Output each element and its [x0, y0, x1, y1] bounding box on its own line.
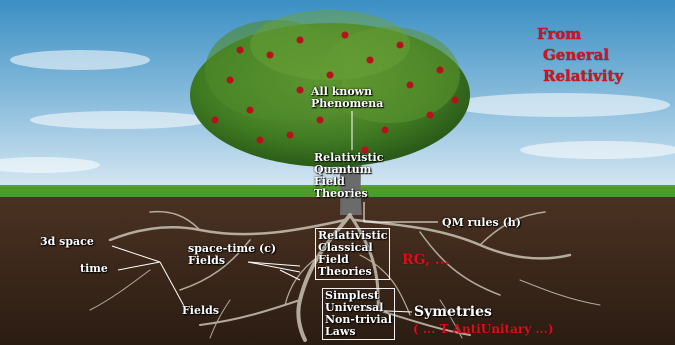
from-gr-line: Relativity — [537, 66, 623, 87]
from-gr-line: From — [537, 24, 623, 45]
symetries-label: Symetries — [414, 304, 492, 320]
t-antiunitary-label: ( ... T AntiUnitary ...) — [413, 322, 554, 336]
fields-label: Fields — [188, 255, 225, 267]
from-gr-line: General — [537, 45, 623, 66]
relativistic-classical-field-theories-box: Relativistic Classical Field Theories — [315, 228, 390, 280]
simplest-universal-laws-box: Simplest Universal Non-trivial Laws — [322, 288, 395, 340]
three-d-space-label: 3d space — [40, 236, 94, 248]
from-general-relativity-label: From General Relativity — [537, 24, 623, 87]
rg-label: RG, ... — [402, 252, 449, 268]
rqft-line: Theories — [314, 188, 383, 200]
rcft-line: Theories — [318, 266, 387, 278]
time-label: time — [80, 263, 108, 275]
all-known-line: Phenomena — [311, 98, 383, 110]
fields-bottom-label: Fields — [182, 305, 219, 317]
all-known-phenomena-label: All known Phenomena — [311, 86, 383, 110]
relativistic-quantum-field-theories-label: Relativistic Quantum Field Theories — [314, 152, 383, 200]
simplest-line: Laws — [325, 326, 392, 338]
qm-rules-label: QM rules (h) — [442, 217, 521, 229]
